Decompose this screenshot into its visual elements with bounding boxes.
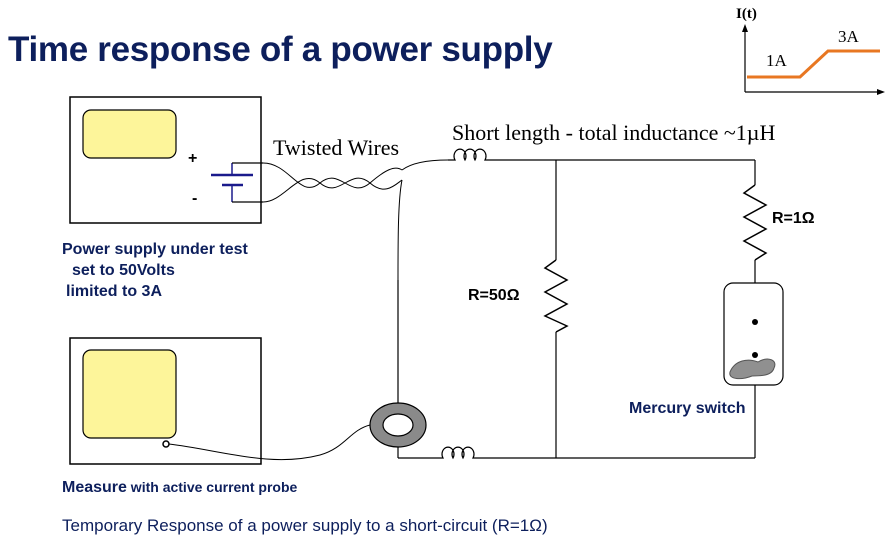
inset-level-high: 3A: [838, 27, 859, 46]
current-probe-ring: [369, 402, 427, 448]
inductor-bottom: [436, 446, 492, 460]
inset-level-low: 1A: [766, 51, 787, 70]
power-supply-label-1: Power supply under test: [62, 241, 248, 258]
mercury-switch: [723, 282, 784, 386]
inset-current-graph: [742, 24, 885, 95]
plus-terminal-label: +: [188, 150, 198, 167]
inductance-label: Short length - total inductance ~1µH: [452, 120, 776, 145]
inset-y-arrow: [742, 24, 748, 32]
power-supply-label-3: limited to 3A: [66, 283, 163, 300]
resistor-50-ohm: [543, 259, 569, 333]
measure-label-rest: with active current probe: [126, 479, 298, 495]
measure-label-bold: Measure: [62, 479, 127, 496]
resistor-50-label: R=50Ω: [468, 287, 520, 304]
twisted-wires-label: Twisted Wires: [273, 135, 400, 160]
resistor-1-ohm: [742, 184, 768, 261]
twisted-wires: [262, 159, 449, 281]
inset-x-arrow: [877, 89, 885, 95]
power-supply-label-2: set to 50Volts: [72, 262, 175, 279]
measure-screen: [82, 349, 177, 439]
probe-cable: [168, 424, 371, 461]
inductor-top: [448, 148, 492, 162]
power-supply-screen: [82, 109, 177, 159]
battery-icon: [211, 163, 253, 202]
resistor-1-label: R=1Ω: [772, 210, 815, 227]
page-title: Time response of a power supply: [8, 30, 553, 69]
caption: Temporary Response of a power supply to …: [62, 516, 548, 535]
minus-terminal-label: -: [192, 190, 198, 207]
inset-y-label: I(t): [736, 6, 757, 22]
inset-current-step: [747, 49, 880, 79]
measure-label: Measure with active current probe: [62, 479, 297, 497]
mercury-switch-label: Mercury switch: [629, 400, 746, 417]
